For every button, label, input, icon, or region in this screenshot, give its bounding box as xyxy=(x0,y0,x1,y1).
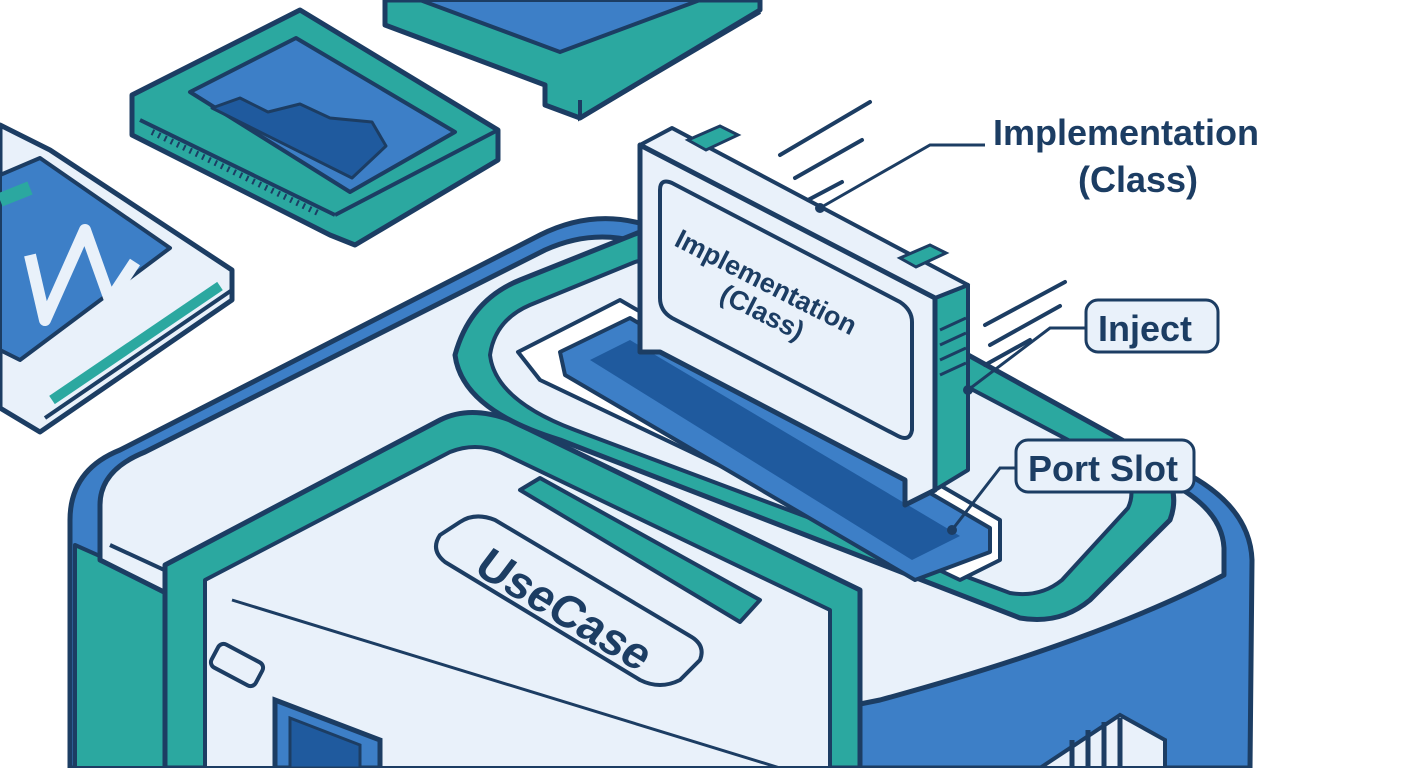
callout-implementation: Implementation (Class) xyxy=(815,112,1259,213)
background-cartridge-left xyxy=(0,122,235,435)
console-right-grill xyxy=(1036,712,1167,768)
background-cartridge-middle xyxy=(129,7,501,248)
callout-implementation-line2: (Class) xyxy=(1078,159,1198,200)
callout-port-slot: Port Slot xyxy=(947,438,1196,535)
callout-inject: Inject xyxy=(963,298,1220,395)
callout-inject-label: Inject xyxy=(1098,308,1192,349)
callout-implementation-line1: Implementation xyxy=(993,112,1259,153)
callout-port-slot-label: Port Slot xyxy=(1028,448,1178,489)
background-cartridge-top xyxy=(382,0,763,122)
motion-lines xyxy=(778,100,1067,367)
implementation-cartridge: Implementation (Class) xyxy=(637,124,970,508)
